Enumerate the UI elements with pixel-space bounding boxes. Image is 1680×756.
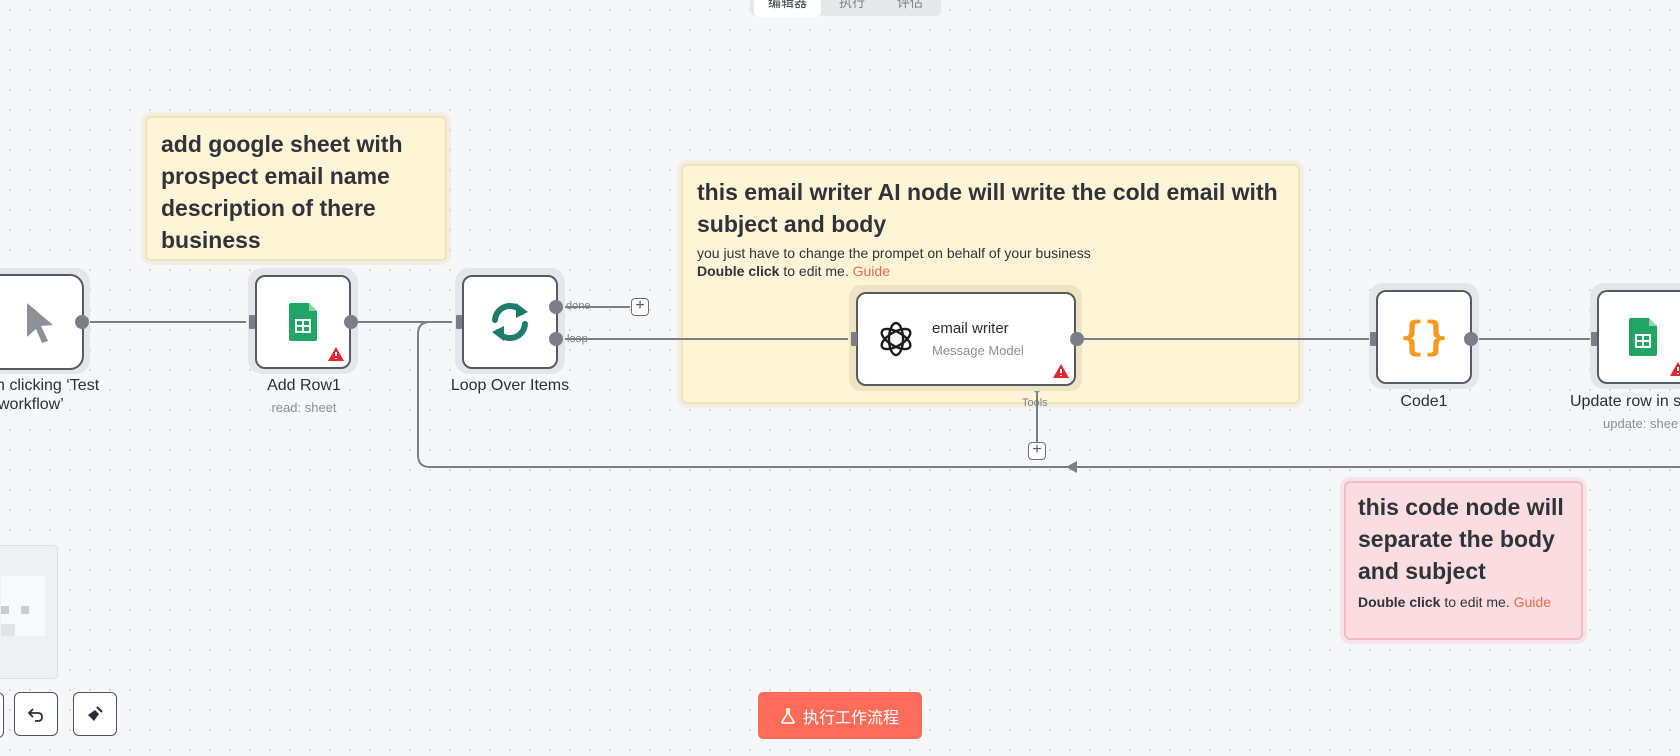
undo-icon (27, 708, 43, 722)
input-port[interactable] (249, 315, 255, 329)
broom-icon (88, 706, 103, 721)
node-subtitle: read: sheet (271, 400, 337, 415)
google-sheets-icon (289, 303, 317, 341)
warning-icon (1670, 362, 1680, 376)
node-label: workflow’ (0, 396, 64, 413)
tab-executions[interactable]: 执行 (839, 0, 866, 10)
zoom-control-button[interactable] (0, 692, 4, 738)
input-port[interactable] (1591, 332, 1597, 346)
sticky-note-title: add google sheet with prospect email nam… (161, 131, 403, 253)
input-port[interactable] (851, 332, 857, 346)
node-text: email writer Message Model (932, 320, 1024, 358)
flask-icon (781, 707, 795, 724)
minimap-node (21, 606, 29, 614)
tab-evaluations[interactable]: 评估 (897, 0, 924, 10)
minimap-node (1, 606, 9, 614)
node-loop-over-items[interactable] (462, 275, 558, 369)
connection-loop-back (417, 321, 1680, 468)
warning-icon (1053, 364, 1069, 378)
google-sheets-icon (1629, 318, 1657, 356)
node-label: Update row in s (1570, 393, 1680, 410)
node-code[interactable]: {} (1376, 290, 1472, 384)
code-braces-icon: {} (1399, 314, 1449, 360)
undo-button[interactable] (14, 692, 58, 736)
add-node-button[interactable]: + (631, 298, 649, 316)
tools-label: Tools (1022, 397, 1048, 409)
node-title: email writer (932, 320, 1009, 337)
sticky-note-code[interactable]: this code node will separate the body an… (1344, 481, 1583, 640)
node-email-writer[interactable]: email writer Message Model (856, 292, 1076, 386)
guide-link[interactable]: Guide (1513, 594, 1551, 610)
output-port[interactable] (344, 315, 358, 329)
output-port[interactable] (1070, 332, 1084, 346)
cursor-icon (27, 303, 53, 343)
node-label: n clicking ‘Test (0, 377, 100, 394)
edge-label-done: done (566, 300, 591, 312)
execute-workflow-button[interactable]: 执行工作流程 (758, 692, 922, 739)
execute-workflow-label: 执行工作流程 (802, 709, 899, 727)
sticky-note-edit-hint: Double click to edit me. Guide (1358, 594, 1551, 610)
node-label: Add Row1 (267, 377, 341, 394)
node-subtitle: update: shee (1603, 416, 1679, 431)
loop-icon (492, 303, 528, 341)
tab-editor[interactable]: 编辑器 (754, 0, 822, 17)
add-tool-button[interactable]: + (1028, 442, 1046, 460)
node-subtitle: Message Model (932, 343, 1024, 358)
node-add-row[interactable] (255, 275, 351, 369)
sticky-note-edit-hint: Double click to edit me. Guide (697, 263, 890, 279)
minimap-node (1, 624, 15, 636)
input-port[interactable] (456, 315, 462, 329)
output-port-loop[interactable] (549, 332, 563, 346)
view-tabs: 编辑器 执行 评估 (750, 0, 942, 17)
node-label: Loop Over Items (450, 377, 570, 394)
node-manual-trigger[interactable] (0, 274, 84, 370)
minimap[interactable] (0, 545, 58, 679)
node-label: Code1 (1400, 393, 1448, 410)
tidy-up-button[interactable] (73, 692, 117, 736)
sticky-note-body: you just have to change the prompet on b… (697, 245, 1091, 261)
sticky-note-email-writer[interactable]: this email writer AI node will write the… (681, 164, 1300, 404)
warning-icon (328, 347, 344, 361)
input-port[interactable] (1370, 332, 1376, 346)
output-port[interactable] (75, 315, 89, 329)
output-port-done[interactable] (549, 300, 563, 314)
node-update-row[interactable] (1597, 290, 1680, 384)
sticky-note-google-sheet[interactable]: add google sheet with prospect email nam… (145, 116, 447, 261)
sticky-note-title: this email writer AI node will write the… (697, 179, 1278, 237)
output-port[interactable] (1464, 332, 1478, 346)
sticky-note-title: this code node will separate the body an… (1358, 494, 1564, 584)
guide-link[interactable]: Guide (852, 263, 890, 279)
openai-icon (880, 321, 912, 357)
edge-label-loop: loop (567, 333, 588, 345)
loop-back-arrow (1066, 461, 1077, 473)
